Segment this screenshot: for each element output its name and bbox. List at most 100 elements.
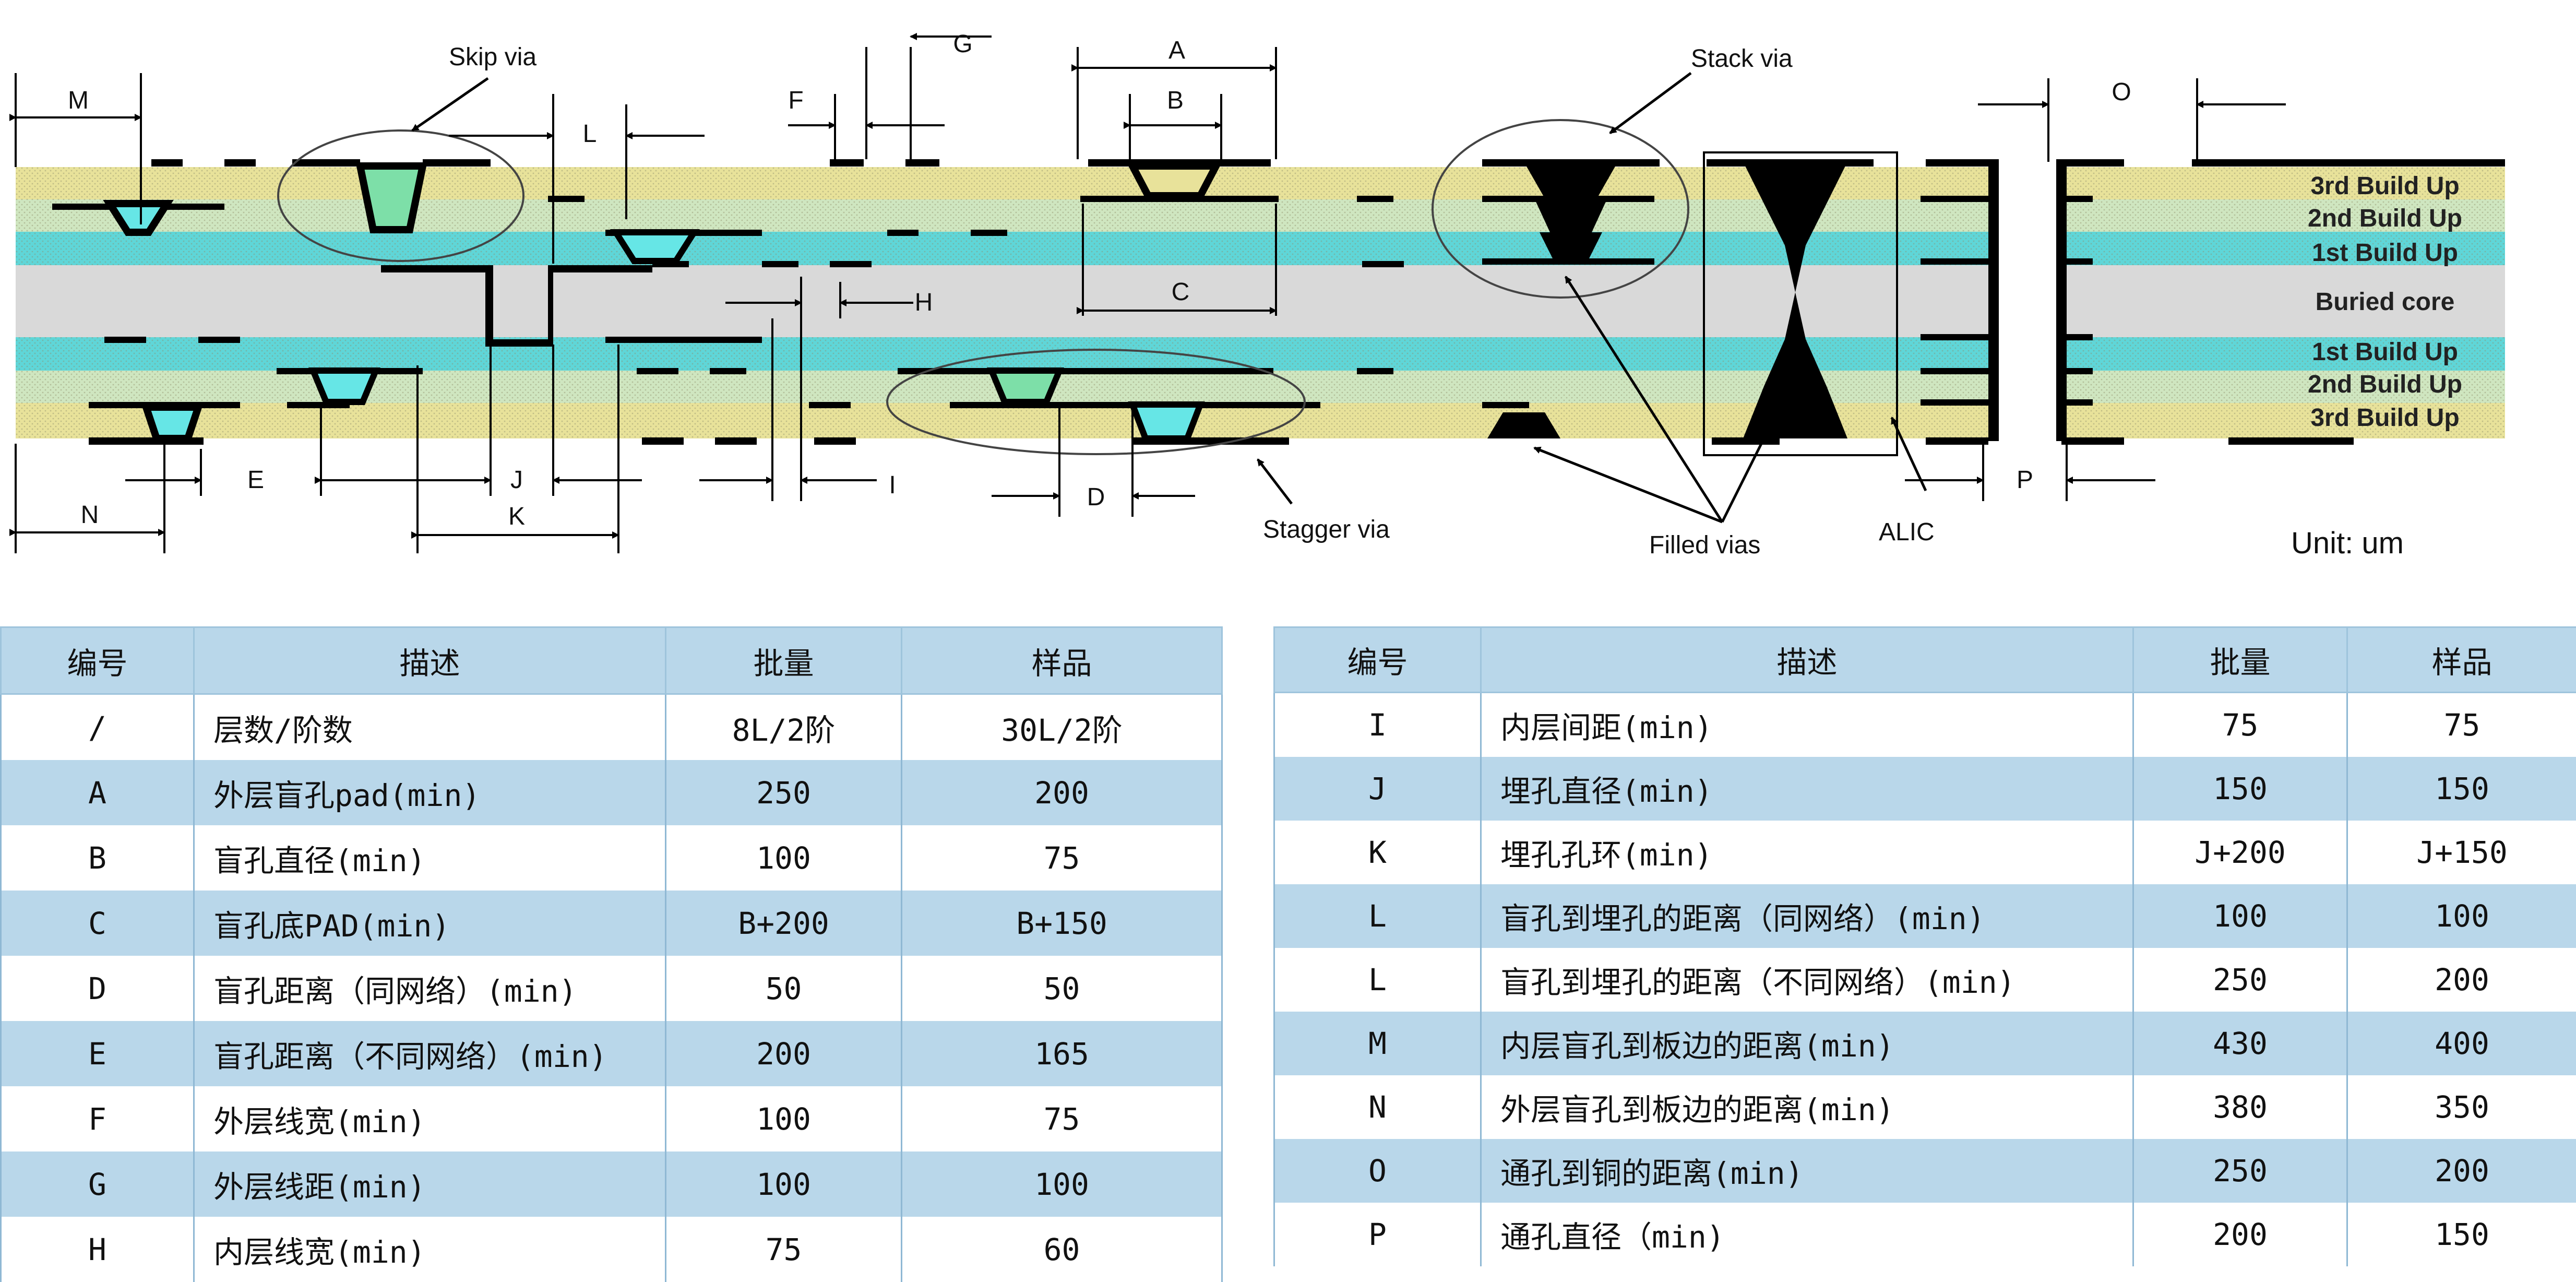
row-description: 盲孔到埋孔的距离（同网络）(min) (1481, 884, 2133, 948)
row-description: 埋孔直径(min) (1481, 757, 2133, 821)
row-description: 盲孔底PAD(min) (194, 891, 666, 956)
row-sample: J+150 (2347, 821, 2576, 884)
row-code: F (1, 1086, 194, 1152)
callout-skip-via: Skip via (449, 43, 536, 71)
row-description: 盲孔距离（不同网络）(min) (194, 1021, 666, 1086)
row-sample: 165 (902, 1021, 1222, 1086)
dim-label-m: M (68, 87, 89, 114)
layer-label-buried-core: Buried core (2316, 288, 2455, 316)
row-batch: J+200 (2133, 821, 2347, 884)
row-code: J (1274, 757, 1481, 821)
row-sample: 100 (2347, 884, 2576, 948)
row-description: 盲孔距离（同网络）(min) (194, 956, 666, 1021)
dim-label-a: A (1168, 37, 1185, 64)
dim-label-o: O (2112, 78, 2131, 106)
row-sample: 75 (2347, 693, 2576, 757)
row-code: O (1274, 1139, 1481, 1203)
row-batch: 75 (2133, 693, 2347, 757)
header-code: 编号 (1, 627, 194, 694)
skip-via (360, 166, 423, 230)
row-code: A (1, 760, 194, 825)
row-code: / (1, 694, 194, 761)
row-batch: 250 (2133, 948, 2347, 1012)
row-description: 内层盲孔到板边的距离(min) (1481, 1012, 2133, 1075)
row-sample: 200 (902, 760, 1222, 825)
header-description: 描述 (194, 627, 666, 694)
header-sample: 样品 (902, 627, 1222, 694)
row-batch: 75 (666, 1217, 902, 1282)
row-batch: 250 (2133, 1139, 2347, 1203)
row-sample: 150 (2347, 757, 2576, 821)
row-code: P (1274, 1203, 1481, 1266)
row-batch: 50 (666, 956, 902, 1021)
row-batch: 100 (666, 1152, 902, 1217)
layer-label-1st-top: 1st Build Up (2312, 239, 2458, 267)
row-code: M (1274, 1012, 1481, 1075)
callout-stack-via: Stack via (1691, 45, 1793, 73)
callout-stagger-via: Stagger via (1263, 516, 1390, 543)
row-description: 内层线宽(min) (194, 1217, 666, 1282)
dim-label-f: F (788, 87, 803, 114)
row-sample: 50 (902, 956, 1222, 1021)
row-code: I (1274, 693, 1481, 757)
row-sample: 400 (2347, 1012, 2576, 1075)
row-description: 外层盲孔pad(min) (194, 760, 666, 825)
dim-label-j: J (510, 466, 523, 494)
row-sample: 150 (2347, 1203, 2576, 1266)
row-description: 内层间距(min) (1481, 693, 2133, 757)
row-batch: 430 (2133, 1012, 2347, 1075)
blind-via-bottom-outer (146, 407, 198, 438)
through-hole (1999, 162, 2056, 444)
row-description: 外层盲孔到板边的距离(min) (1481, 1075, 2133, 1139)
row-sample: 350 (2347, 1075, 2576, 1139)
header-batch: 批量 (666, 627, 902, 694)
header-batch: 批量 (2133, 627, 2347, 693)
dim-label-d: D (1087, 483, 1105, 511)
dim-label-p: P (2017, 466, 2033, 494)
row-sample: 200 (2347, 1139, 2576, 1203)
row-sample: 100 (902, 1152, 1222, 1217)
blind-via-bottom-left (313, 371, 376, 402)
row-batch: 380 (2133, 1075, 2347, 1139)
table-header-row: 编号 描述 批量 样品 (1, 627, 1222, 694)
row-code: L (1274, 884, 1481, 948)
row-sample: 75 (902, 825, 1222, 891)
row-batch: 150 (2133, 757, 2347, 821)
row-batch: 200 (2133, 1203, 2347, 1266)
callout-filled-vias: Filled vias (1649, 531, 1760, 559)
row-batch: 100 (2133, 884, 2347, 948)
row-description: 通孔到铜的距离(min) (1481, 1139, 2133, 1203)
layer-buried-core (16, 265, 2505, 337)
row-batch: 8L/2阶 (666, 694, 902, 761)
layer-label-2nd-top: 2nd Build Up (2308, 205, 2462, 232)
dim-label-i: I (889, 471, 896, 499)
layer-label-1st-bottom: 1st Build Up (2312, 338, 2458, 366)
dim-label-n: N (81, 501, 99, 529)
unit-label: Unit: um (2291, 526, 2404, 560)
dim-label-g: G (953, 30, 972, 58)
header-description: 描述 (1481, 627, 2133, 693)
row-description: 层数/阶数 (194, 694, 666, 761)
row-description: 外层线距(min) (194, 1152, 666, 1217)
pcb-stackup-diagram: 3rd Build Up 2nd Build Up 1st Build Up B… (0, 0, 2576, 579)
row-batch: 250 (666, 760, 902, 825)
dim-label-k: K (508, 503, 525, 530)
layer-label-3rd-bottom: 3rd Build Up (2310, 404, 2459, 432)
row-description: 埋孔孔环(min) (1481, 821, 2133, 884)
header-sample: 样品 (2347, 627, 2576, 693)
dim-label-e: E (247, 466, 264, 494)
